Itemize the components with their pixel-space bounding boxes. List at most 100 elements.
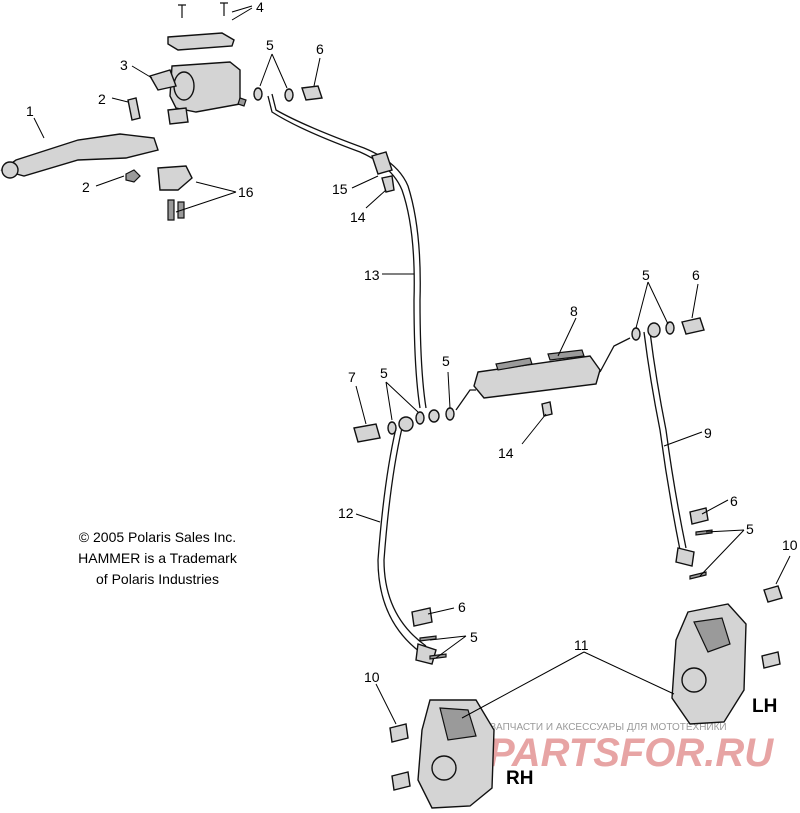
brake-hoses (267, 93, 695, 665)
leader-6c (701, 499, 729, 515)
cover-screw-left (178, 4, 186, 18)
rh-caliper-body (417, 699, 495, 809)
top-fittings (253, 85, 323, 102)
leader-2a (111, 97, 129, 103)
rh-label: RH (506, 768, 533, 789)
callout-11: 11 (574, 637, 589, 653)
callout-9: 9 (704, 425, 712, 441)
callout-5b: 5 (642, 267, 650, 283)
callout-2b: 2 (82, 179, 90, 195)
leader-5c (447, 371, 451, 409)
bracket-screw (381, 175, 395, 193)
leader-14b (521, 413, 547, 445)
junction-banjo (398, 416, 414, 432)
splitter-screw (541, 401, 553, 417)
washer-rh-a (419, 635, 437, 642)
callout-7: 7 (348, 369, 356, 385)
callout-6b: 6 (692, 267, 700, 283)
clamp-bolt-left (167, 199, 175, 221)
splitter-tab-right (547, 349, 585, 361)
callout-10b: 10 (782, 537, 798, 553)
leader-15 (351, 175, 379, 189)
watermark: ЗАПЧАСТИ И АКСЕССУАРЫ ДЛЯ МОТОТЕХНИКИ PA… (488, 722, 774, 775)
banjo-bolt-7 (353, 423, 381, 443)
brake-hose-12 (377, 427, 421, 653)
leader-5d (385, 381, 419, 421)
lh-piston (681, 667, 707, 693)
pivot-nut (125, 169, 141, 183)
leader-16 (175, 181, 237, 213)
leader-4 (231, 5, 253, 21)
leader-lines (33, 5, 791, 725)
master-cylinder-bore (173, 71, 195, 101)
banjo-port (237, 97, 247, 107)
lh-caliper-bolt-10 (763, 585, 783, 603)
callout-5a: 5 (266, 37, 274, 53)
callout-6c: 6 (730, 493, 738, 509)
lh-caliper-bolt (761, 651, 781, 669)
leader-5a (259, 53, 288, 89)
copyright-notice: © 2005 Polaris Sales Inc. HAMMER is a Tr… (40, 527, 275, 590)
callout-10a: 10 (364, 669, 380, 685)
brake-hose-12-outline (383, 427, 427, 647)
leader-8 (557, 317, 577, 357)
cylinder-nipple (167, 107, 189, 125)
leader-3 (131, 65, 153, 79)
callout-15: 15 (332, 181, 348, 197)
hose-12-fitting (415, 643, 437, 665)
callout-2a: 2 (98, 91, 106, 107)
cover-screw-right (220, 2, 228, 16)
callout-6d: 6 (458, 599, 466, 615)
right-fittings (411, 317, 713, 660)
leader-6d (427, 607, 455, 615)
handlebar-clamp (157, 165, 193, 191)
callout-14a: 14 (350, 209, 366, 225)
banjo-bolt-top (301, 85, 323, 101)
callout-4: 4 (256, 0, 264, 15)
washer-lh-a (695, 529, 713, 536)
callout-6a: 6 (316, 41, 324, 57)
washer-lh-b (689, 571, 707, 580)
brake-splitter (473, 337, 631, 417)
right-banjo (647, 322, 661, 338)
brake-hose-9 (643, 331, 681, 551)
copyright-line-3: of Polaris Industries (96, 571, 219, 587)
banjo-bolt-rh-caliper (411, 607, 433, 627)
lever-tip (1, 161, 19, 179)
callout-5d: 5 (380, 365, 388, 381)
mount-clamp (148, 69, 177, 91)
lever-pivot-pin (127, 97, 141, 121)
sealing-washer-top-right (284, 88, 294, 102)
leader-14a (365, 189, 387, 209)
brake-lever (0, 133, 159, 177)
leader-9 (663, 431, 703, 447)
leader-5f (429, 635, 467, 659)
washer-right-a (631, 327, 641, 341)
washer-right-b (665, 321, 675, 335)
leader-2b (95, 175, 125, 187)
callout-3: 3 (120, 57, 128, 73)
copyright-line-2: HAMMER is a Trademark (78, 550, 237, 566)
leader-10b (775, 555, 791, 585)
callout-5c: 5 (442, 353, 450, 369)
reservoir-cover (167, 32, 235, 51)
rh-caliper-window (439, 707, 477, 741)
leader-5b (635, 281, 669, 329)
washer-left-a (387, 421, 397, 435)
leader-7 (355, 385, 367, 425)
lh-label: LH (752, 696, 777, 717)
banjo-bolt-right (681, 317, 705, 335)
leader-1 (33, 117, 45, 139)
junction-pipe-right (599, 337, 631, 373)
leader-6b (691, 283, 699, 319)
watermark-brand: PARTSFOR.RU (488, 731, 774, 775)
leader-5e (699, 529, 745, 577)
callout-5e: 5 (746, 521, 754, 537)
callout-1: 1 (26, 103, 34, 119)
lh-caliper-window (693, 617, 731, 653)
washer-left-c (428, 409, 440, 423)
callout-8: 8 (570, 303, 578, 319)
lh-brake-caliper (671, 585, 783, 725)
